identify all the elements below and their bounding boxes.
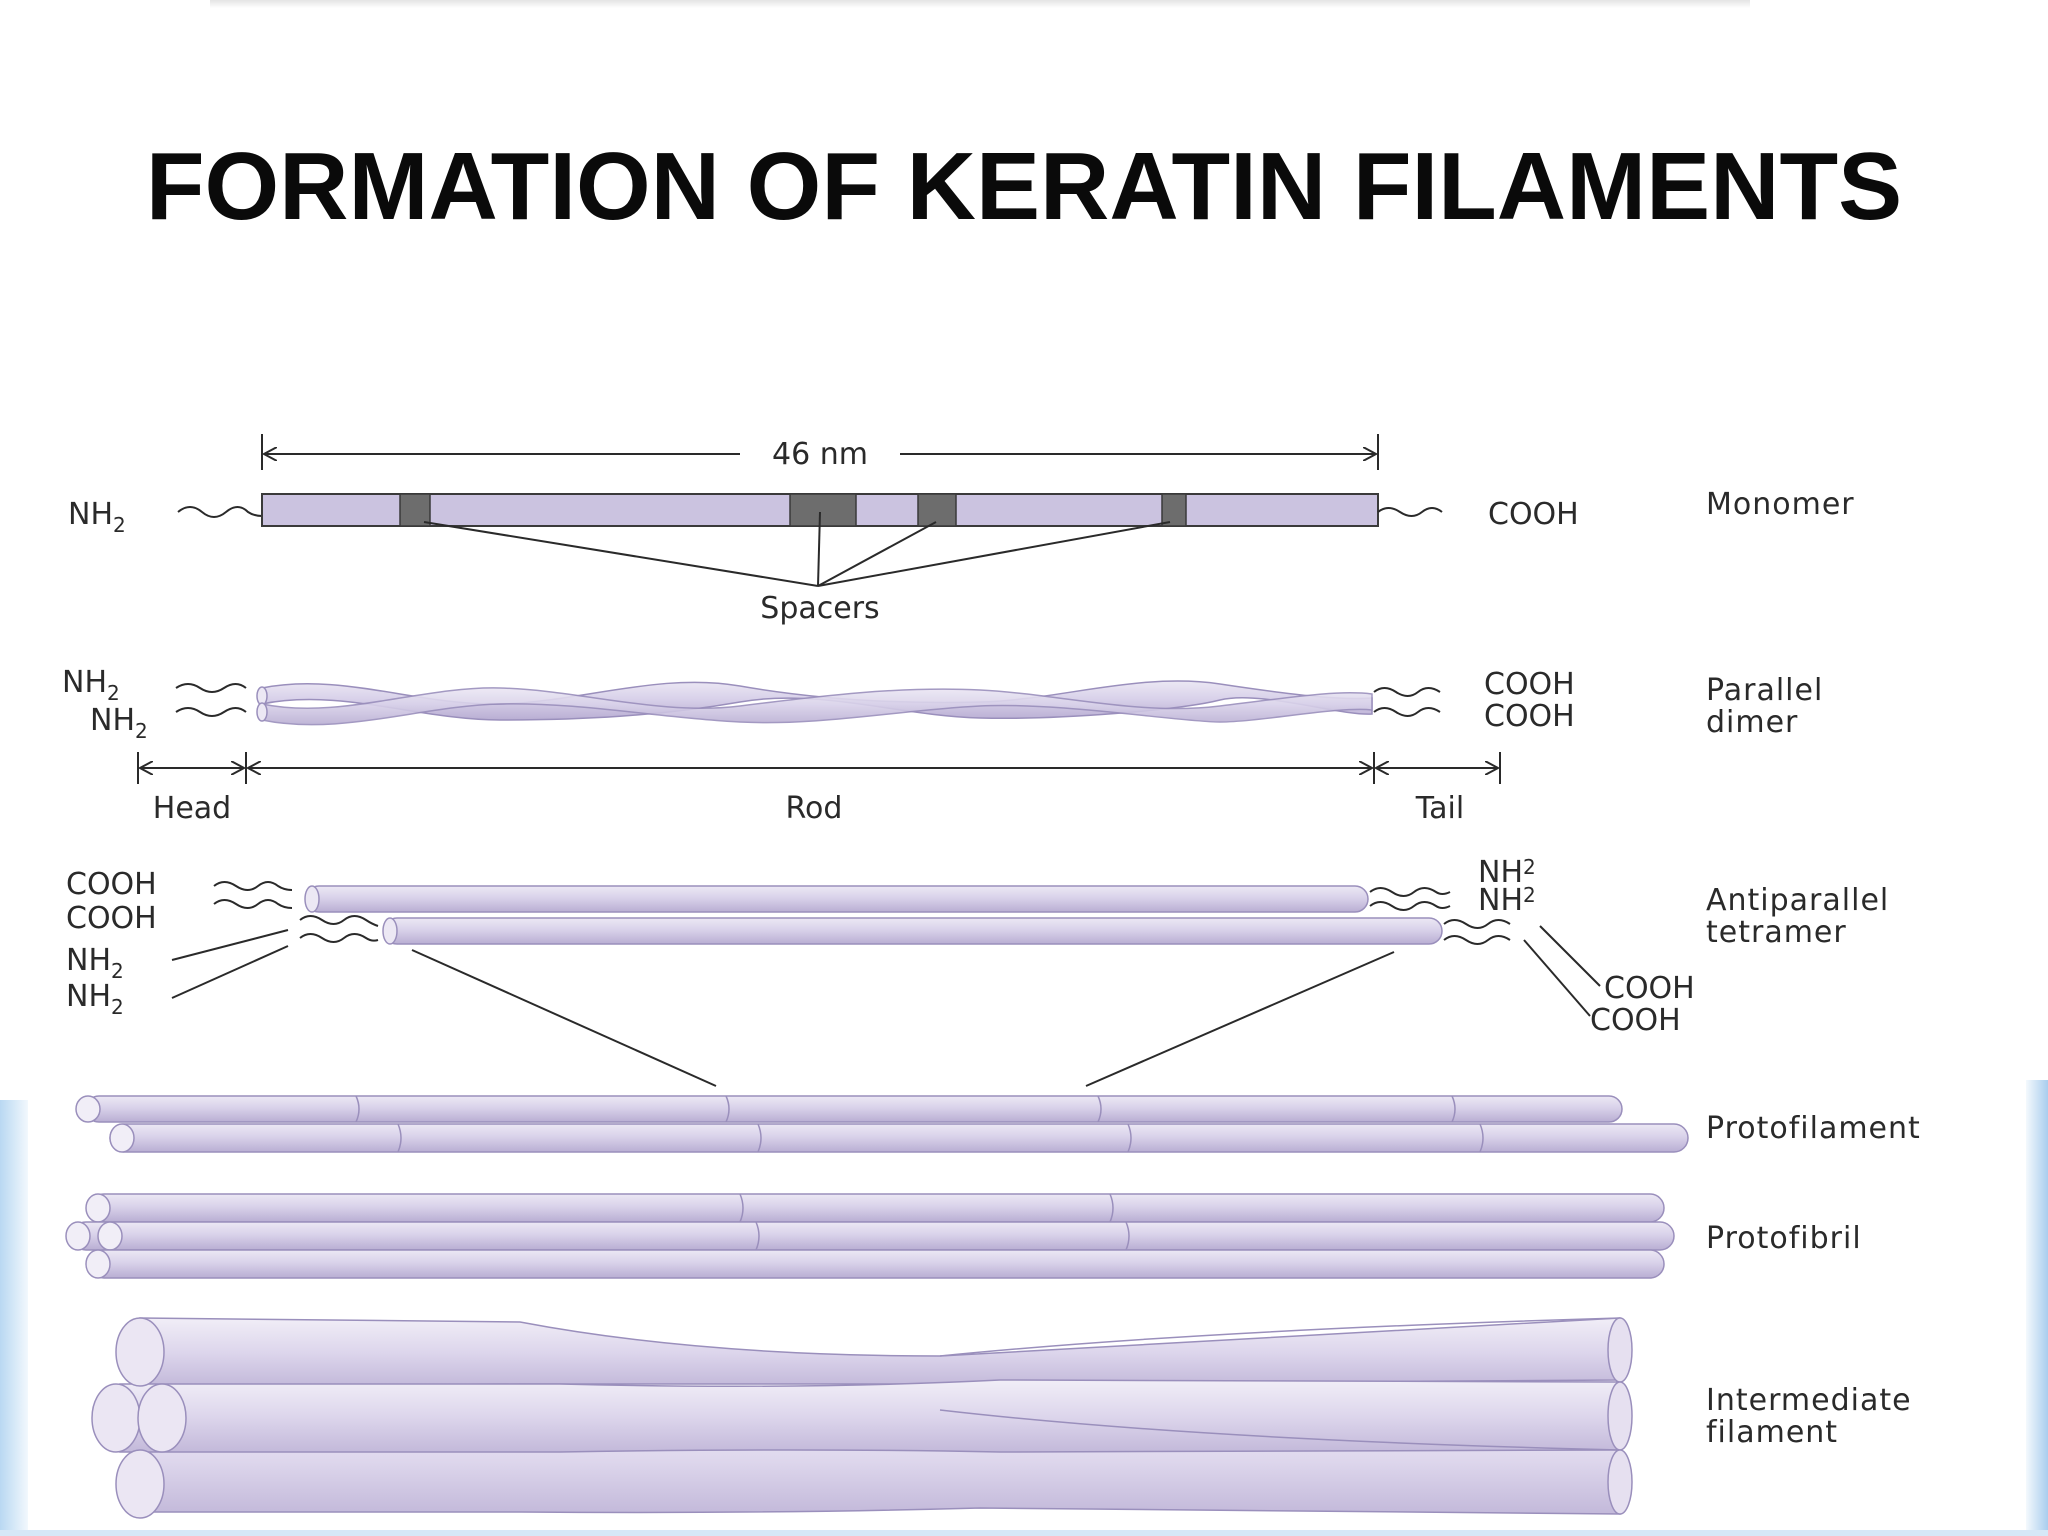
dimer-row: NH2 NH2 COOH COOH Parallel dimer Head Ro… (62, 665, 1823, 826)
region-label-tail: Tail (1415, 791, 1464, 826)
stage-label-protofilament: Protofilament (1706, 1111, 1921, 1146)
tetramer-cooh-right-2: COOH (1590, 1003, 1681, 1038)
slide-decoration-left (0, 1100, 28, 1536)
filament-end-left (91, 1383, 141, 1453)
stage-label-dimer-1: Parallel (1706, 673, 1823, 708)
slide-top-edge (210, 0, 1750, 8)
intermediate-filament-row: Intermediate filament (91, 1317, 1912, 1519)
slide-title: FORMATION OF KERATIN FILAMENTS (145, 133, 1903, 240)
spacer-pointer-lines (423, 511, 1171, 587)
filament-end-mid (137, 1383, 187, 1453)
region-label-head: Head (153, 791, 231, 826)
region-label-rod: Rod (786, 791, 843, 826)
monomer-nh2-label: NH2 (68, 497, 126, 537)
tetramer-dimer-bottom (382, 917, 1443, 945)
dimer-cooh-label-2: COOH (1484, 699, 1575, 734)
dimer-coiled-coil (256, 680, 1373, 726)
monomer-cooh-label: COOH (1488, 497, 1579, 532)
dimer-nh2-label-2: NH2 (90, 703, 148, 743)
tetramer-cooh-left-1: COOH (66, 867, 157, 902)
tetramer-dimer-top (304, 885, 1369, 913)
filament-end-top (115, 1317, 165, 1387)
length-label: 46 nm (772, 437, 868, 472)
stage-label-intermediate-1: Intermediate (1706, 1383, 1912, 1418)
tetramer-row: COOH COOH NH2 NH2 NH2 NH2 COOH COOH Anti… (66, 855, 1889, 1087)
zoom-line-left (411, 949, 717, 1087)
stage-label-tetramer-1: Antiparallel (1706, 883, 1889, 918)
protofilament-row: Protofilament (75, 1095, 1921, 1153)
spacer-2 (789, 493, 857, 527)
slide-bottom-edge (0, 1530, 2048, 1536)
dimer-cooh-label-1: COOH (1484, 667, 1575, 702)
tetramer-nh2-left-1: NH2 (66, 943, 124, 983)
stage-label-tetramer-2: tetramer (1706, 915, 1847, 950)
stage-label-monomer: Monomer (1706, 487, 1855, 522)
filament-end-bottom (115, 1449, 165, 1519)
stage-label-dimer-2: dimer (1706, 705, 1798, 740)
zoom-line-right (1085, 951, 1395, 1087)
protofibril-row: Protofibril (65, 1193, 1862, 1279)
spacer-1 (399, 493, 431, 527)
dimer-nh2-label-1: NH2 (62, 665, 120, 705)
tetramer-nh2-right-1: NH2 (1478, 855, 1536, 890)
tetramer-nh2-left-2: NH2 (66, 979, 124, 1019)
slide-decoration-right (2026, 1080, 2048, 1536)
stage-label-protofibril: Protofibril (1706, 1221, 1862, 1256)
tetramer-cooh-left-2: COOH (66, 901, 157, 936)
spacer-4 (1161, 493, 1187, 527)
spacers-label: Spacers (760, 591, 879, 626)
spacer-3 (917, 493, 957, 527)
stage-label-intermediate-2: filament (1706, 1415, 1838, 1450)
monomer-row: 46 nm NH2 COOH Monomer Spacers (68, 434, 1855, 626)
dimer-region-arrows (137, 752, 1501, 784)
tetramer-cooh-right-1: COOH (1604, 971, 1695, 1006)
tetramer-nh2-right-2: NH2 (1478, 883, 1536, 918)
